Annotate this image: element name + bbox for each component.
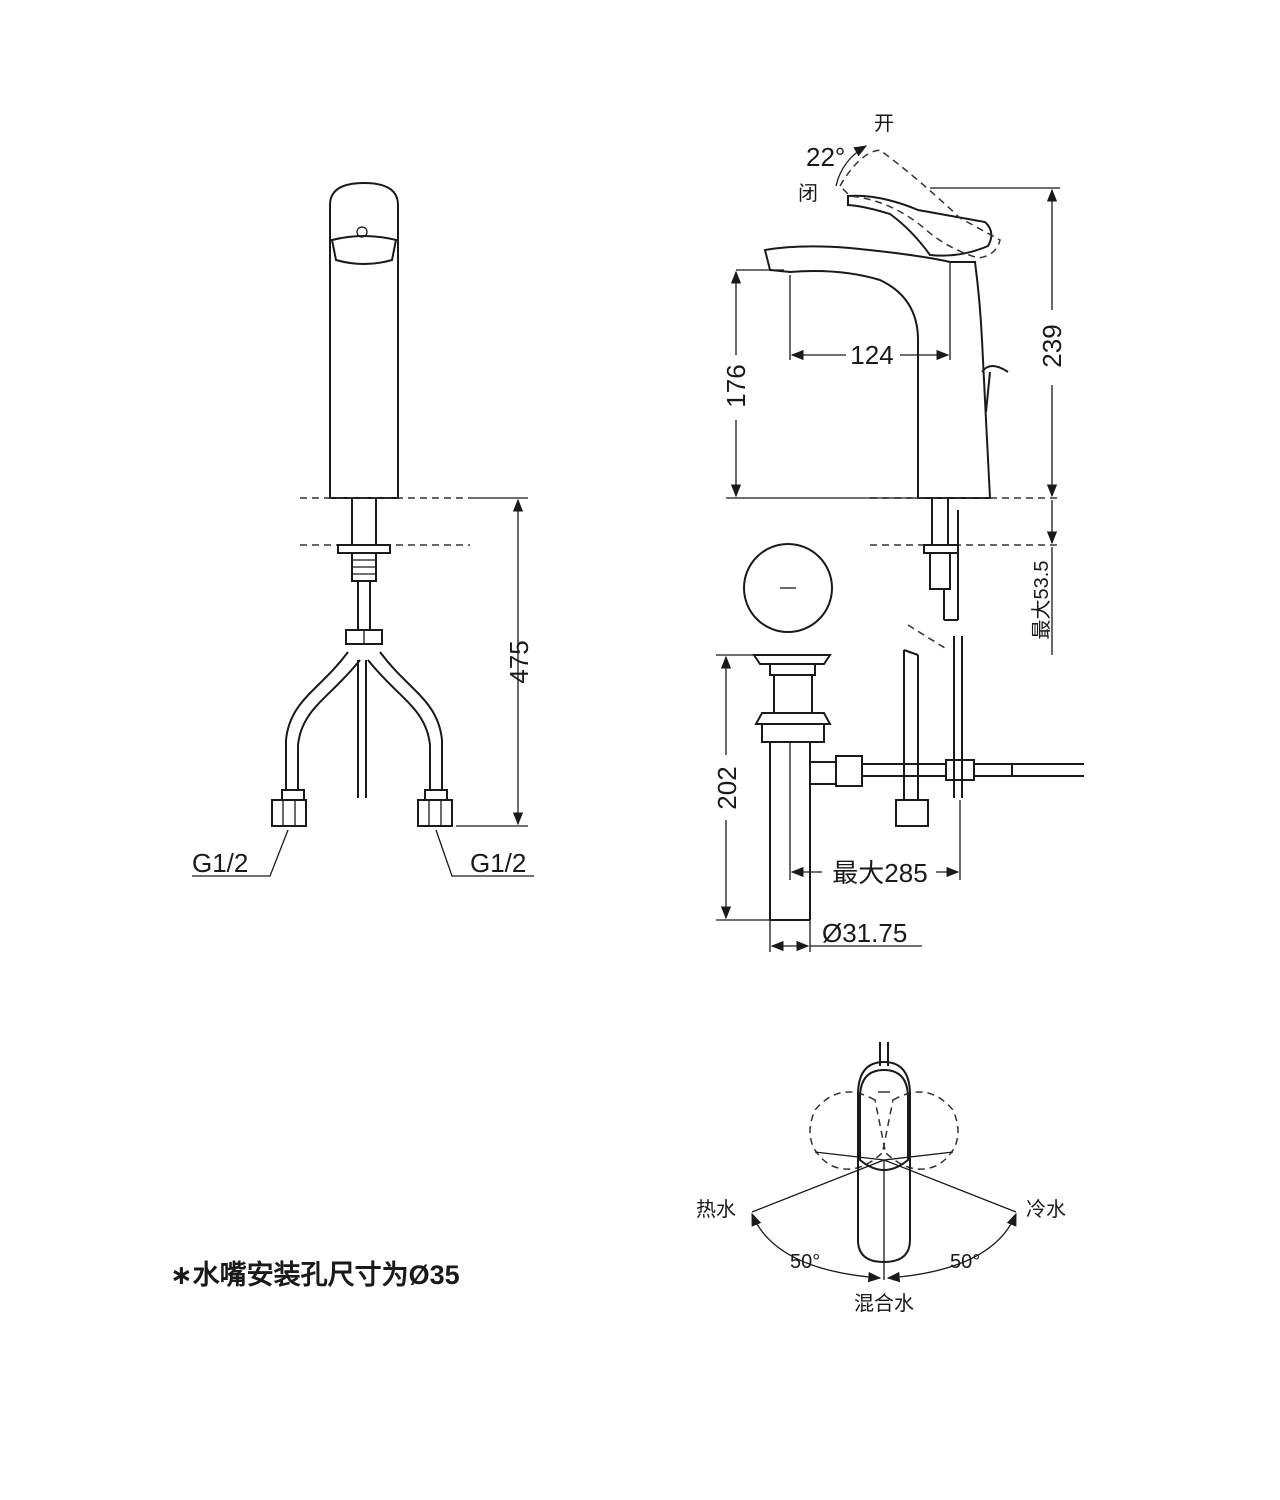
side-view: 开 22° 闭 124 176 239 最大53.5 202 <box>712 113 1084 952</box>
top-label-mixed: 混合水 <box>854 1292 914 1315</box>
side-handle-open <box>839 149 1001 259</box>
front-nut-right <box>424 789 448 801</box>
popup-drain <box>752 624 1084 921</box>
top-handle-mixed <box>859 1068 909 1171</box>
front-nut-left <box>281 789 305 801</box>
front-view: 475 G1/2 G1/2 <box>192 181 534 878</box>
top-handle-cold <box>882 1091 959 1170</box>
side-dim-124: 124 <box>850 340 893 370</box>
front-faucet-body <box>329 181 399 499</box>
side-faucet-body <box>763 245 992 499</box>
front-aerator <box>330 235 398 265</box>
side-handle-closed <box>847 194 993 257</box>
side-dim-22deg: 22° <box>806 142 845 172</box>
front-hose-right <box>379 651 443 790</box>
side-dim-176: 176 <box>721 364 751 407</box>
top-view: 热水 冷水 50° 50° 混合水 <box>696 1042 1066 1315</box>
top-label-hot: 热水 <box>696 1198 736 1221</box>
front-hose-left <box>285 651 349 790</box>
drain-cap-top <box>743 543 833 633</box>
front-aerator-dot <box>356 226 368 238</box>
front-label-g12-left: G1/2 <box>192 848 248 878</box>
side-dim-dia-31-75: Ø31.75 <box>822 918 907 948</box>
side-label-closed: 闭 <box>798 182 818 205</box>
side-dim-max-53-5: 最大53.5 <box>1030 561 1053 640</box>
side-dim-202: 202 <box>712 766 742 809</box>
top-handle-hot <box>809 1091 886 1170</box>
side-label-open: 开 <box>874 113 894 135</box>
side-dim-239: 239 <box>1037 324 1067 367</box>
side-dim-max-285: 最大285 <box>832 858 927 888</box>
front-label-g12-right: G1/2 <box>470 848 526 878</box>
top-dim-50-right: 50° <box>950 1251 980 1273</box>
top-dim-50-left: 50° <box>790 1251 820 1273</box>
installation-note: ∗水嘴安装孔尺寸为Ø35 <box>170 1260 460 1290</box>
front-dim-475: 475 <box>504 640 534 683</box>
top-label-cold: 冷水 <box>1026 1198 1066 1221</box>
